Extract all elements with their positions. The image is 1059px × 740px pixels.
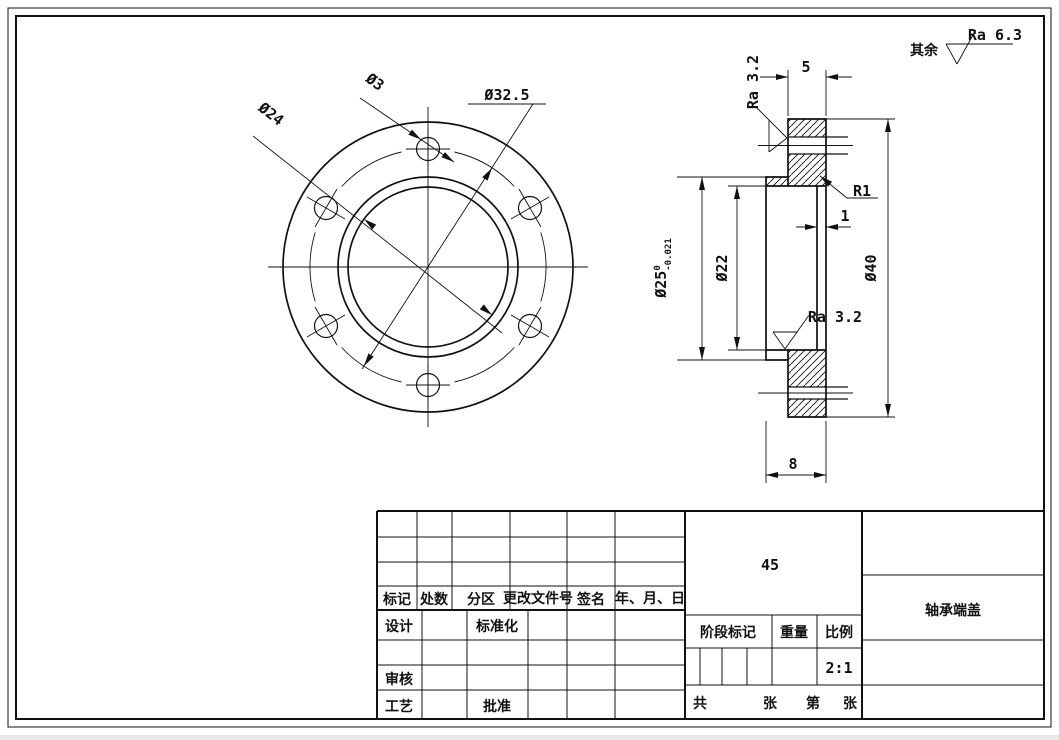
col-mark: 标记 <box>382 591 411 608</box>
general-roughness-value: Ra 6.3 <box>968 26 1022 44</box>
sheet-border <box>7 7 1052 728</box>
col-count: 处数 <box>419 591 449 608</box>
section-outline <box>758 118 853 418</box>
dim-boss: Ø24 <box>252 98 503 334</box>
label-approve: 批准 <box>483 698 511 715</box>
roughness-symbol <box>945 29 1013 65</box>
roughness-left-face-text: Ra 3.2 <box>744 55 762 109</box>
col-date: 年、月、日 <box>615 590 685 607</box>
dim-back-wall-text: 1 <box>840 207 849 225</box>
dim-outer-text: Ø40 <box>862 254 880 282</box>
revision-header-row: 标记 处数 分区 更改文件号 签名 年、月、日 <box>382 590 685 608</box>
label-process: 工艺 <box>385 698 413 715</box>
title-block: 标记 处数 分区 更改文件号 签名 年、月、日 设计 标准化 审核 工艺 批准 … <box>376 510 1044 720</box>
dim-total-length-text: 8 <box>788 455 797 473</box>
label-scale: 比例 <box>825 624 853 641</box>
dim-hole-text: Ø3 <box>362 69 388 95</box>
dim-boss-text: Ø24 <box>254 98 287 129</box>
scale-value: 2:1 <box>825 659 852 677</box>
sheet-count-row: 共 张 第 张 <box>693 695 858 712</box>
label-design: 设计 <box>385 618 413 635</box>
roughness-left-face: Ra 3.2 <box>744 55 788 153</box>
dim-spigot-text: Ø250-0.021 <box>652 238 674 299</box>
col-zone: 分区 <box>467 592 495 608</box>
dim-bore: Ø22 <box>713 185 766 351</box>
dim-bore-text: Ø22 <box>713 254 731 282</box>
col-signature: 签名 <box>576 591 605 608</box>
sheet-total-suffix: 张 <box>763 696 778 712</box>
label-standardization: 标准化 <box>475 618 518 635</box>
general-roughness-note: 其余 Ra 6.3 <box>910 26 1022 65</box>
dim-fillet: R1 <box>819 175 878 200</box>
stage-weight-scale-row: 阶段标记 重量 比例 2:1 <box>700 624 853 677</box>
dim-back-wall: 1 <box>796 207 851 230</box>
dim-bolt-circle: Ø32.5 <box>361 86 546 370</box>
sheet-index-suffix: 张 <box>843 696 858 712</box>
dim-outer: Ø40 <box>826 118 895 418</box>
label-stage-mark: 阶段标记 <box>700 624 756 641</box>
label-check: 审核 <box>385 671 413 688</box>
dim-flange-thickness: 5 <box>760 58 852 116</box>
dim-bolt-circle-text: Ø32.5 <box>483 86 529 104</box>
dim-fillet-text: R1 <box>853 182 871 200</box>
col-change-doc: 更改文件号 <box>503 590 573 607</box>
section-hatching <box>766 119 826 417</box>
roughness-bore-text: Ra 3.2 <box>808 308 862 326</box>
roughness-bore: Ra 3.2 <box>772 308 862 350</box>
bolt-hole-centermarks <box>306 127 550 407</box>
general-note-prefix: 其余 <box>910 42 939 59</box>
section-view: 5 1 R1 8 Ø250-0.021 <box>652 55 895 483</box>
sheet-index-prefix: 第 <box>806 695 820 712</box>
dim-total-length: 8 <box>765 421 827 483</box>
label-weight: 重量 <box>780 624 808 641</box>
front-view: Ø32.5 Ø24 Ø3 <box>252 69 588 427</box>
material-value: 45 <box>761 556 779 574</box>
dim-flange-thickness-text: 5 <box>801 58 810 76</box>
signature-rows: 设计 标准化 审核 工艺 批准 <box>385 618 518 715</box>
part-name: 轴承端盖 <box>925 602 981 619</box>
sheet-total-prefix: 共 <box>693 695 707 712</box>
bolt-circle-arcs <box>309 151 547 383</box>
dim-spigot: Ø250-0.021 <box>652 176 766 361</box>
